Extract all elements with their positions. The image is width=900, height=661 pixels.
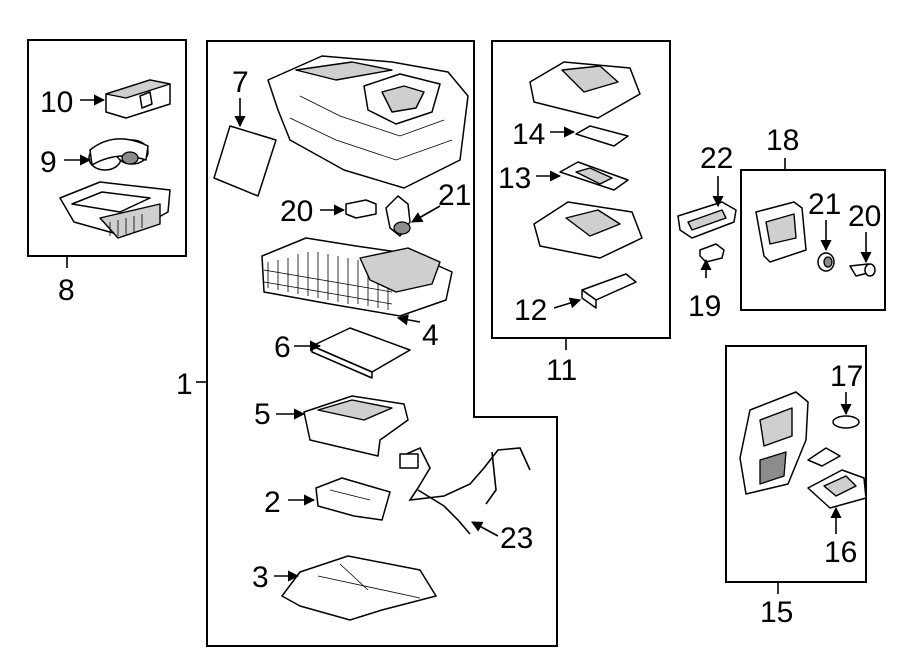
callout-19: 19 [688,290,721,323]
part-20-knob [849,263,876,277]
part-5-storage-bin [303,395,409,457]
group-box-1 [206,40,558,647]
callout-12: 12 [514,294,547,327]
leader-21a [411,205,441,223]
part-17-plug [832,415,860,429]
callout-9: 9 [40,146,57,179]
callout-3: 3 [252,561,269,594]
callout-1: 1 [176,368,193,401]
callout-11: 11 [546,354,577,387]
callout-5: 5 [254,398,271,431]
callout-23: 23 [500,522,533,555]
part-12-hinge [581,273,637,309]
group-box-15 [725,345,867,583]
part-4-console-frame [261,237,453,317]
part-21-knob [817,252,835,272]
callout-22: 22 [700,142,733,175]
callout-7: 7 [232,66,249,99]
callout-16: 16 [824,536,857,569]
callout-20-b: 20 [848,200,881,233]
part-11-lid [529,61,641,119]
part-16-tray [807,469,867,509]
callout-4: 4 [422,319,439,352]
part-14-pad [575,125,629,147]
part-22-switch [677,201,737,239]
callout-17: 17 [830,360,863,393]
callout-2: 2 [264,486,281,519]
part-18-control-panel [755,201,807,263]
leader-23 [471,521,499,537]
leader-12 [553,297,582,309]
group-box-18 [740,169,886,311]
callout-13: 13 [498,162,531,195]
part-9-cup-holder-insert [88,138,149,171]
part-13-lid-insert [559,161,629,191]
part-21-clip [385,195,411,237]
callout-21-b: 21 [808,188,841,221]
part-15-bezel [739,391,809,495]
part-1-console-housing [267,55,469,189]
part-8-cup-holder-tray [59,181,171,239]
part-2-bracket [315,477,391,521]
leader-4 [396,314,421,326]
part-10-cup-holder-cover [105,79,171,119]
callout-15: 15 [760,596,793,629]
callout-8: 8 [58,274,75,307]
part-23-wiring-harness [399,446,531,535]
part-3-base-bracket [281,555,437,621]
part-6-mat [311,327,411,379]
part-15-clip [807,447,841,467]
callout-18: 18 [766,124,799,157]
callout-20-a: 20 [280,195,313,228]
group-box-11 [491,40,671,339]
part-19-switch [699,243,725,263]
part-11-lid-bottom [533,201,643,259]
part-20-clip [345,199,377,219]
callout-21-a: 21 [438,179,471,212]
callout-10: 10 [40,86,73,119]
group-box-8 [27,39,187,257]
callout-6: 6 [274,331,291,364]
callout-14: 14 [512,118,545,151]
part-7-panel [213,125,277,197]
